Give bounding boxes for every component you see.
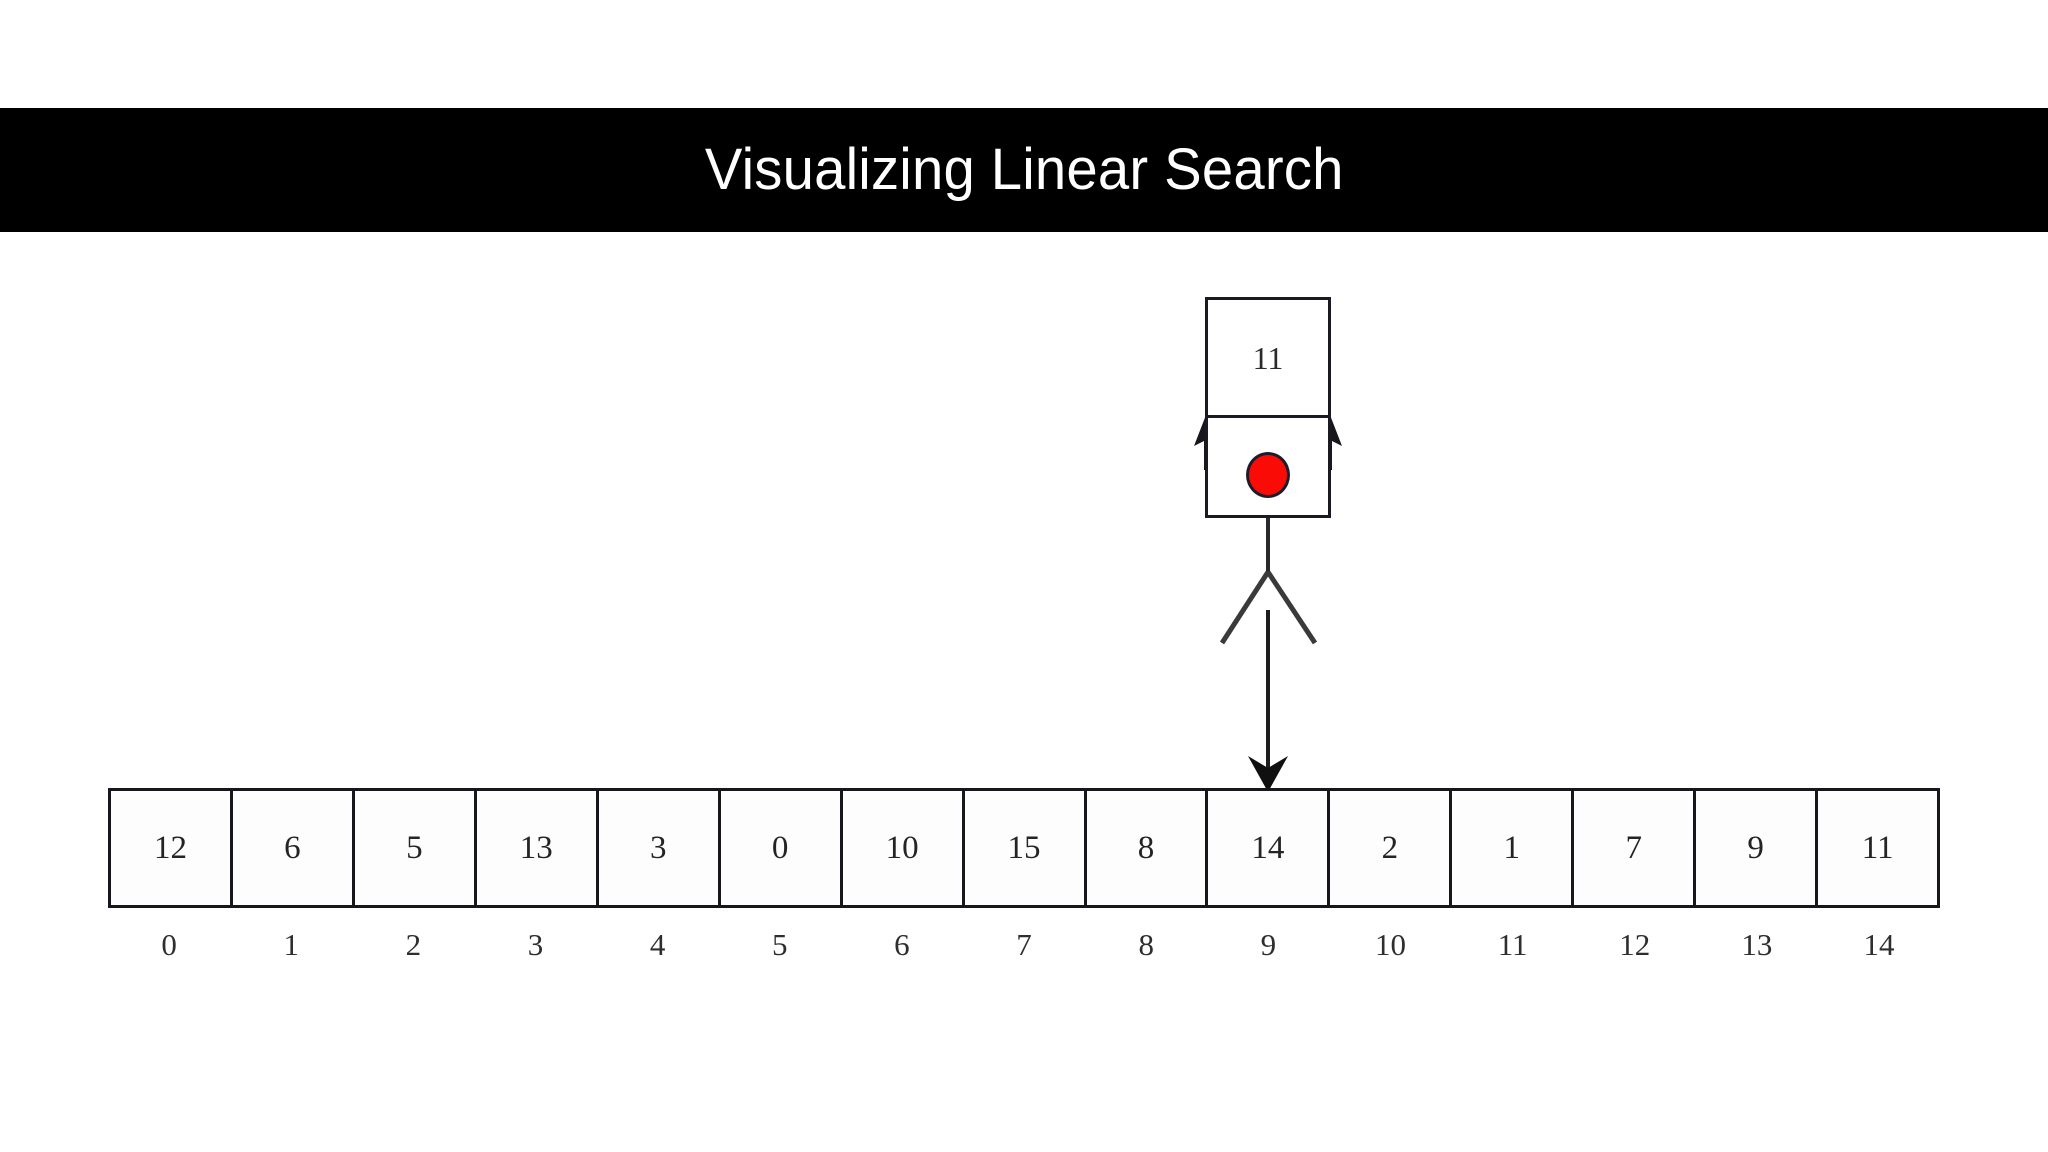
array-cell-value: 7 <box>1625 829 1642 866</box>
array-index-cell: 8 <box>1085 918 1207 970</box>
array-cell-value: 2 <box>1381 829 1399 866</box>
array-index-label: 8 <box>1138 926 1154 962</box>
array-index-cell: 13 <box>1696 918 1818 970</box>
array-index-cell: 9 <box>1207 918 1329 970</box>
array-cell[interactable]: 1 <box>1452 791 1575 905</box>
array-cell[interactable]: 15 <box>964 791 1087 905</box>
array-cell-value: 8 <box>1137 829 1155 866</box>
array-cell-value: 12 <box>153 829 187 866</box>
array-index-label: 6 <box>894 926 910 962</box>
array-index-cell: 14 <box>1818 918 1940 970</box>
array-index-cell: 10 <box>1329 918 1451 970</box>
array-cell-value: 3 <box>649 829 667 866</box>
array-index-cell: 6 <box>841 918 963 970</box>
array-index-label: 11 <box>1497 926 1528 962</box>
array-cell[interactable]: 13 <box>476 791 599 905</box>
search-target-value: 11 <box>1252 339 1284 376</box>
array-cell[interactable]: 11 <box>1818 791 1938 905</box>
array-index-label: 0 <box>161 926 177 962</box>
array-cell[interactable]: 8 <box>1086 791 1209 905</box>
chevron-up-icon <box>1219 570 1318 645</box>
array-index-label: 14 <box>1863 926 1895 962</box>
array-index-label: 5 <box>772 926 788 962</box>
array-cell[interactable]: 2 <box>1330 791 1453 905</box>
array-index-cell: 2 <box>352 918 474 970</box>
array-index-label: 13 <box>1741 926 1773 962</box>
page-title: Visualizing Linear Search <box>704 137 1344 202</box>
array-index-label: 4 <box>649 926 666 962</box>
array-cell[interactable]: 14 <box>1208 791 1331 905</box>
array-cell[interactable]: 5 <box>354 791 477 905</box>
array-cell-value: 0 <box>771 829 789 866</box>
array-index-label: 1 <box>283 926 299 962</box>
array-cell[interactable]: 6 <box>232 791 355 905</box>
array-index-cell: 3 <box>474 918 596 970</box>
array-cell-value: 5 <box>406 829 423 866</box>
array-index-label: 12 <box>1619 926 1651 962</box>
title-banner: Visualizing Linear Search <box>0 108 2048 232</box>
array-cell-value: 14 <box>1251 829 1285 866</box>
array-index-cell: 0 <box>108 918 230 970</box>
array-index-label: 3 <box>527 926 544 962</box>
array-cell-value: 13 <box>519 829 553 866</box>
array-cell-value: 15 <box>1007 829 1041 866</box>
array-cell-value: 9 <box>1747 829 1764 866</box>
array-cell[interactable]: 12 <box>111 791 233 905</box>
array-index-cell: 12 <box>1574 918 1696 970</box>
array-cell[interactable]: 10 <box>842 791 965 905</box>
red-dot-marker-icon <box>1246 452 1290 498</box>
array-index-label: 10 <box>1374 926 1406 962</box>
array-cell-value: 10 <box>885 829 919 866</box>
array-index-cell: 1 <box>230 918 352 970</box>
array-cell[interactable]: 0 <box>720 791 843 905</box>
array-index-cell: 7 <box>963 918 1085 970</box>
array-index-cell: 4 <box>597 918 719 970</box>
array-cell[interactable]: 3 <box>598 791 721 905</box>
array-index-cell: 5 <box>719 918 841 970</box>
array-index-label: 2 <box>405 926 422 962</box>
array-cell-value: 11 <box>1861 829 1894 866</box>
array-cell[interactable]: 7 <box>1574 791 1697 905</box>
search-target-box: 11 <box>1205 297 1331 418</box>
array-cell[interactable]: 9 <box>1696 791 1819 905</box>
array-row: 12 6 5 13 3 0 10 15 8 14 2 1 7 9 11 <box>108 788 1940 908</box>
arrow-down-icon <box>1248 610 1288 792</box>
array-index-label: 7 <box>1016 926 1032 962</box>
array-cell-value: 1 <box>1503 829 1521 866</box>
array-index-label: 9 <box>1260 926 1277 962</box>
array-index-cell: 11 <box>1452 918 1574 970</box>
array-cell-value: 6 <box>284 829 301 866</box>
pointer-widget: 11 <box>1205 297 1331 518</box>
